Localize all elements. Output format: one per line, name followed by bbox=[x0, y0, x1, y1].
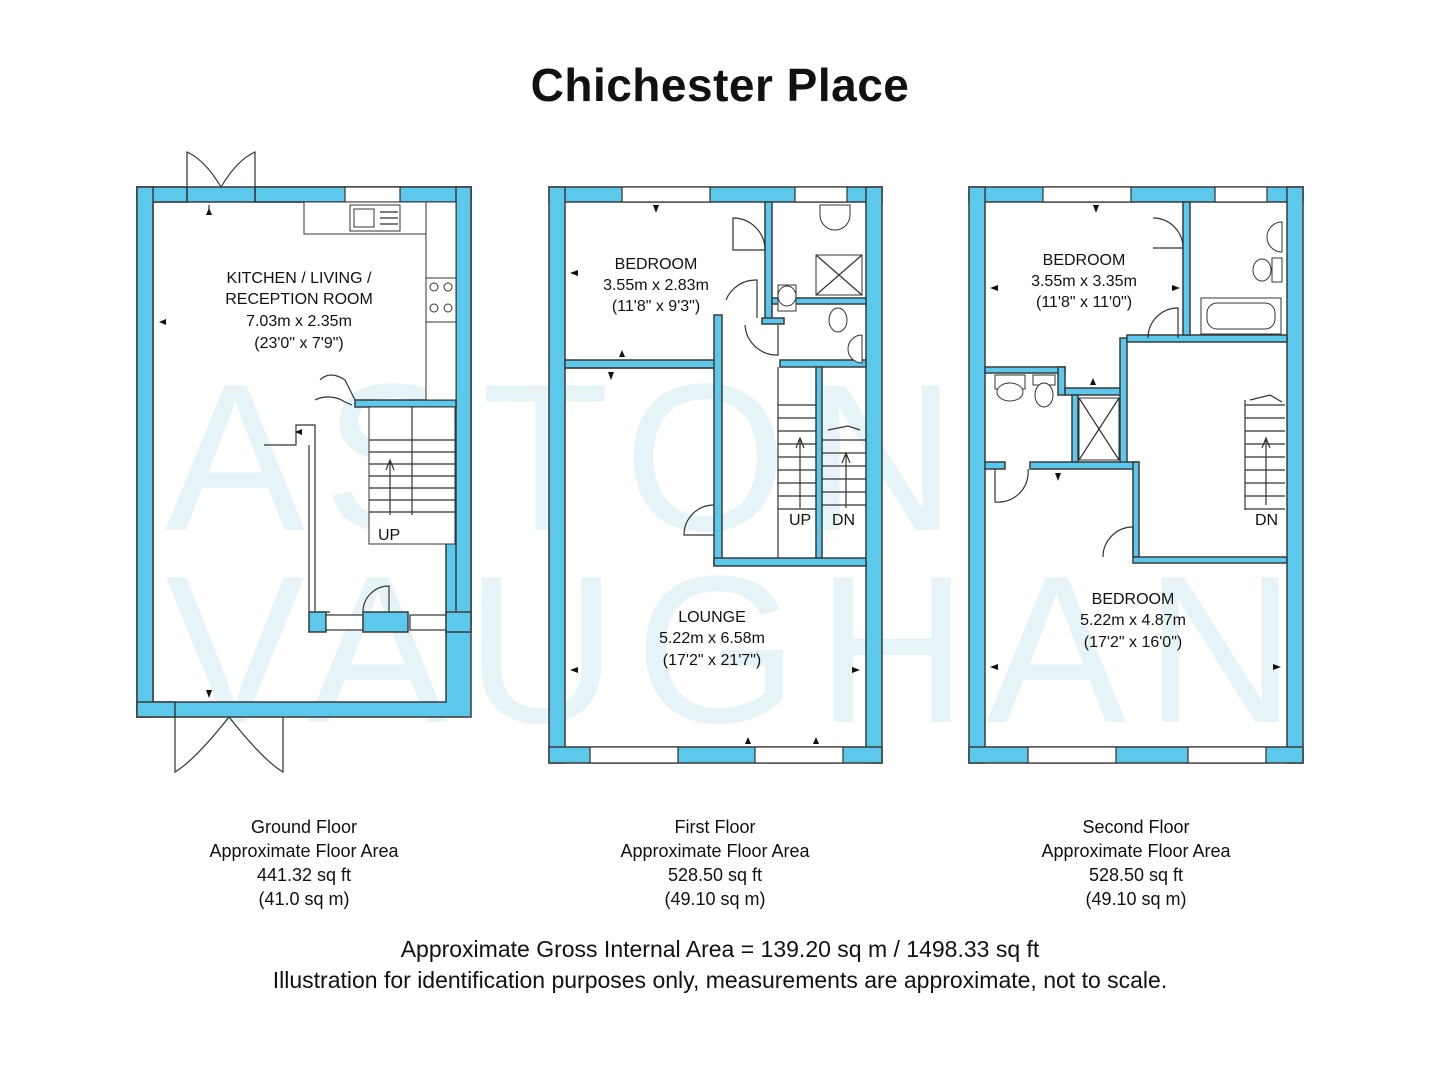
second-bedroom-2-dimensions-imperial: (17'2" x 16'0") bbox=[1084, 634, 1182, 651]
first-bedroom-dimensions-metric: 3.55m x 2.83m bbox=[603, 277, 709, 294]
ground-stair-label-up: UP bbox=[378, 527, 400, 544]
second-bedroom-1-label: BEDROOM bbox=[1043, 252, 1126, 269]
floor-area-sqm: (49.10 sq m) bbox=[664, 889, 766, 909]
ground-room-label: KITCHEN / LIVING / bbox=[227, 270, 372, 287]
second-stair-label-dn: DN bbox=[1255, 512, 1278, 529]
floor-area-label: Approximate Floor Area bbox=[1041, 841, 1231, 861]
first-floor-plan: UP DN BEDROOM 3.55m x 2.83m (11'8" x 9'3… bbox=[548, 186, 883, 764]
first-bedroom-label: BEDROOM bbox=[615, 256, 698, 273]
floor-area-label: Approximate Floor Area bbox=[209, 841, 399, 861]
first-bedroom-dimensions-imperial: (11'8" x 9'3") bbox=[612, 298, 700, 315]
ground-floor-plan: UP KITCHEN / LIVING / RECEPTION ROOM 7.0… bbox=[136, 151, 472, 774]
ground-floor-caption: Ground Floor Approximate Floor Area 441.… bbox=[154, 815, 454, 911]
second-bedroom-1-dimensions-imperial: (11'8" x 11'0") bbox=[1036, 294, 1132, 311]
page-title: Chichester Place bbox=[530, 59, 910, 111]
footer: Approximate Gross Internal Area = 139.20… bbox=[0, 934, 1440, 996]
floor-area-label: Approximate Floor Area bbox=[620, 841, 810, 861]
first-floor-caption: First Floor Approximate Floor Area 528.5… bbox=[565, 815, 865, 911]
second-floor-caption: Second Floor Approximate Floor Area 528.… bbox=[986, 815, 1286, 911]
first-stair-label-up: UP bbox=[789, 512, 811, 529]
second-bedroom-2-label: BEDROOM bbox=[1092, 591, 1175, 608]
first-lounge-dimensions-imperial: (17'2" x 21'7") bbox=[663, 652, 761, 669]
first-lounge-label: LOUNGE bbox=[678, 609, 746, 626]
second-stair-treads bbox=[1244, 394, 1285, 510]
floor-area-sqft: 441.32 sq ft bbox=[256, 865, 352, 885]
floor-area-sqft: 528.50 sq ft bbox=[1088, 865, 1184, 885]
second-bedroom-2-dimensions-metric: 5.22m x 4.87m bbox=[1080, 612, 1186, 629]
floor-area-sqm: (41.0 sq m) bbox=[258, 889, 350, 909]
ground-room-dimensions-imperial: (23'0" x 7'9") bbox=[254, 335, 344, 352]
disclaimer: Illustration for identification purposes… bbox=[272, 967, 1168, 993]
first-stair-label-dn: DN bbox=[832, 512, 855, 529]
floor-area-sqft: 528.50 sq ft bbox=[667, 865, 763, 885]
second-floor-plan: DN BEDROOM 3.55m x 3.35m (11'8" x 11'0")… bbox=[968, 186, 1304, 764]
second-bedroom-1-dimensions-metric: 3.55m x 3.35m bbox=[1031, 273, 1137, 290]
first-lounge-dimensions-metric: 5.22m x 6.58m bbox=[659, 630, 765, 647]
floor-name: Ground Floor bbox=[250, 817, 358, 837]
floor-area-sqm: (49.10 sq m) bbox=[1085, 889, 1187, 909]
floor-name: First Floor bbox=[674, 817, 756, 837]
floor-name: Second Floor bbox=[1082, 817, 1190, 837]
ground-room-dimensions-metric: 7.03m x 2.35m bbox=[246, 313, 352, 330]
gross-area: Approximate Gross Internal Area = 139.20… bbox=[400, 936, 1040, 962]
ground-room-label: RECEPTION ROOM bbox=[225, 291, 373, 308]
watermark-line-2: VAUGHAN bbox=[165, 532, 1314, 767]
